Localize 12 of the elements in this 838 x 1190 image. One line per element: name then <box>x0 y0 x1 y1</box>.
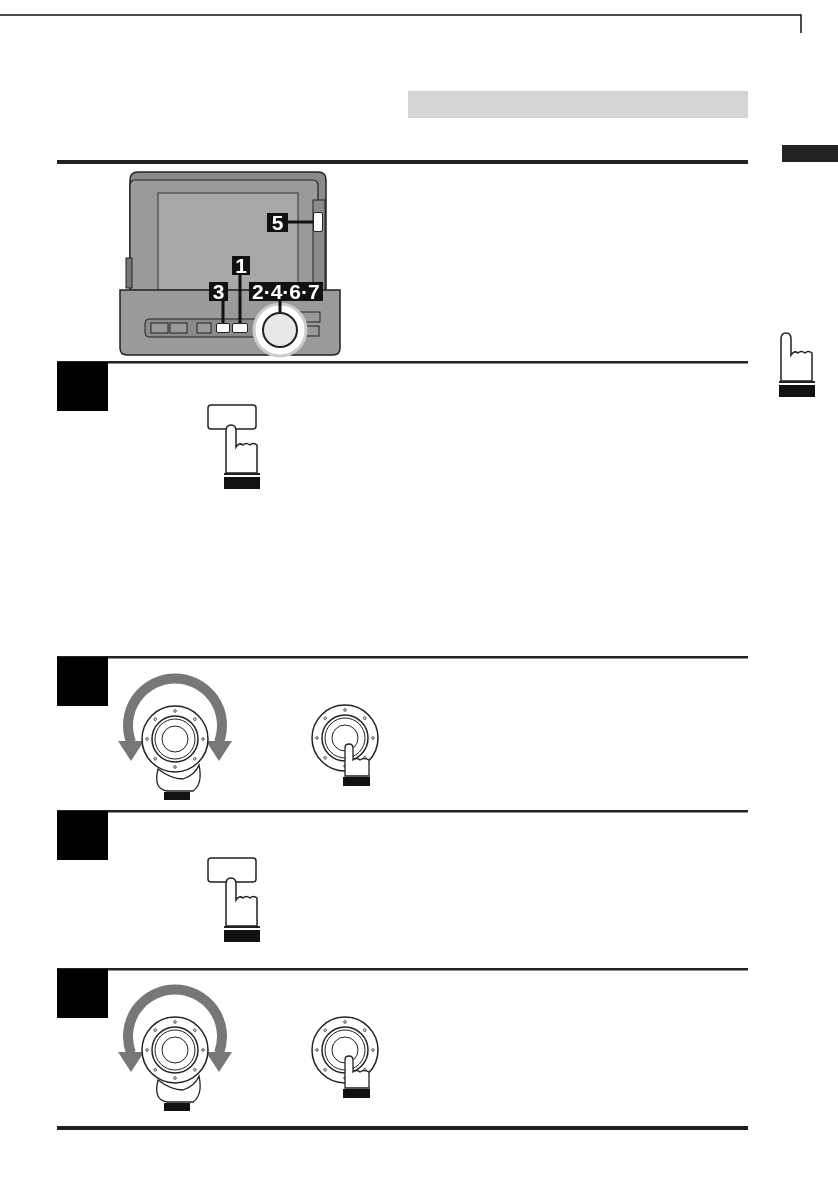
control-button <box>232 323 248 333</box>
callout-number: 3 <box>209 282 228 301</box>
control-button <box>216 323 230 333</box>
leader-line <box>238 275 242 323</box>
leader-line <box>278 301 282 312</box>
callout-number: 2·4·6·7 <box>249 282 323 301</box>
callout-number: 5 <box>267 213 288 232</box>
heading-bar <box>408 91 748 118</box>
control-button <box>313 212 323 232</box>
leader-line <box>221 301 225 323</box>
callout-number: 1 <box>232 256 250 275</box>
leader-line <box>288 220 313 224</box>
